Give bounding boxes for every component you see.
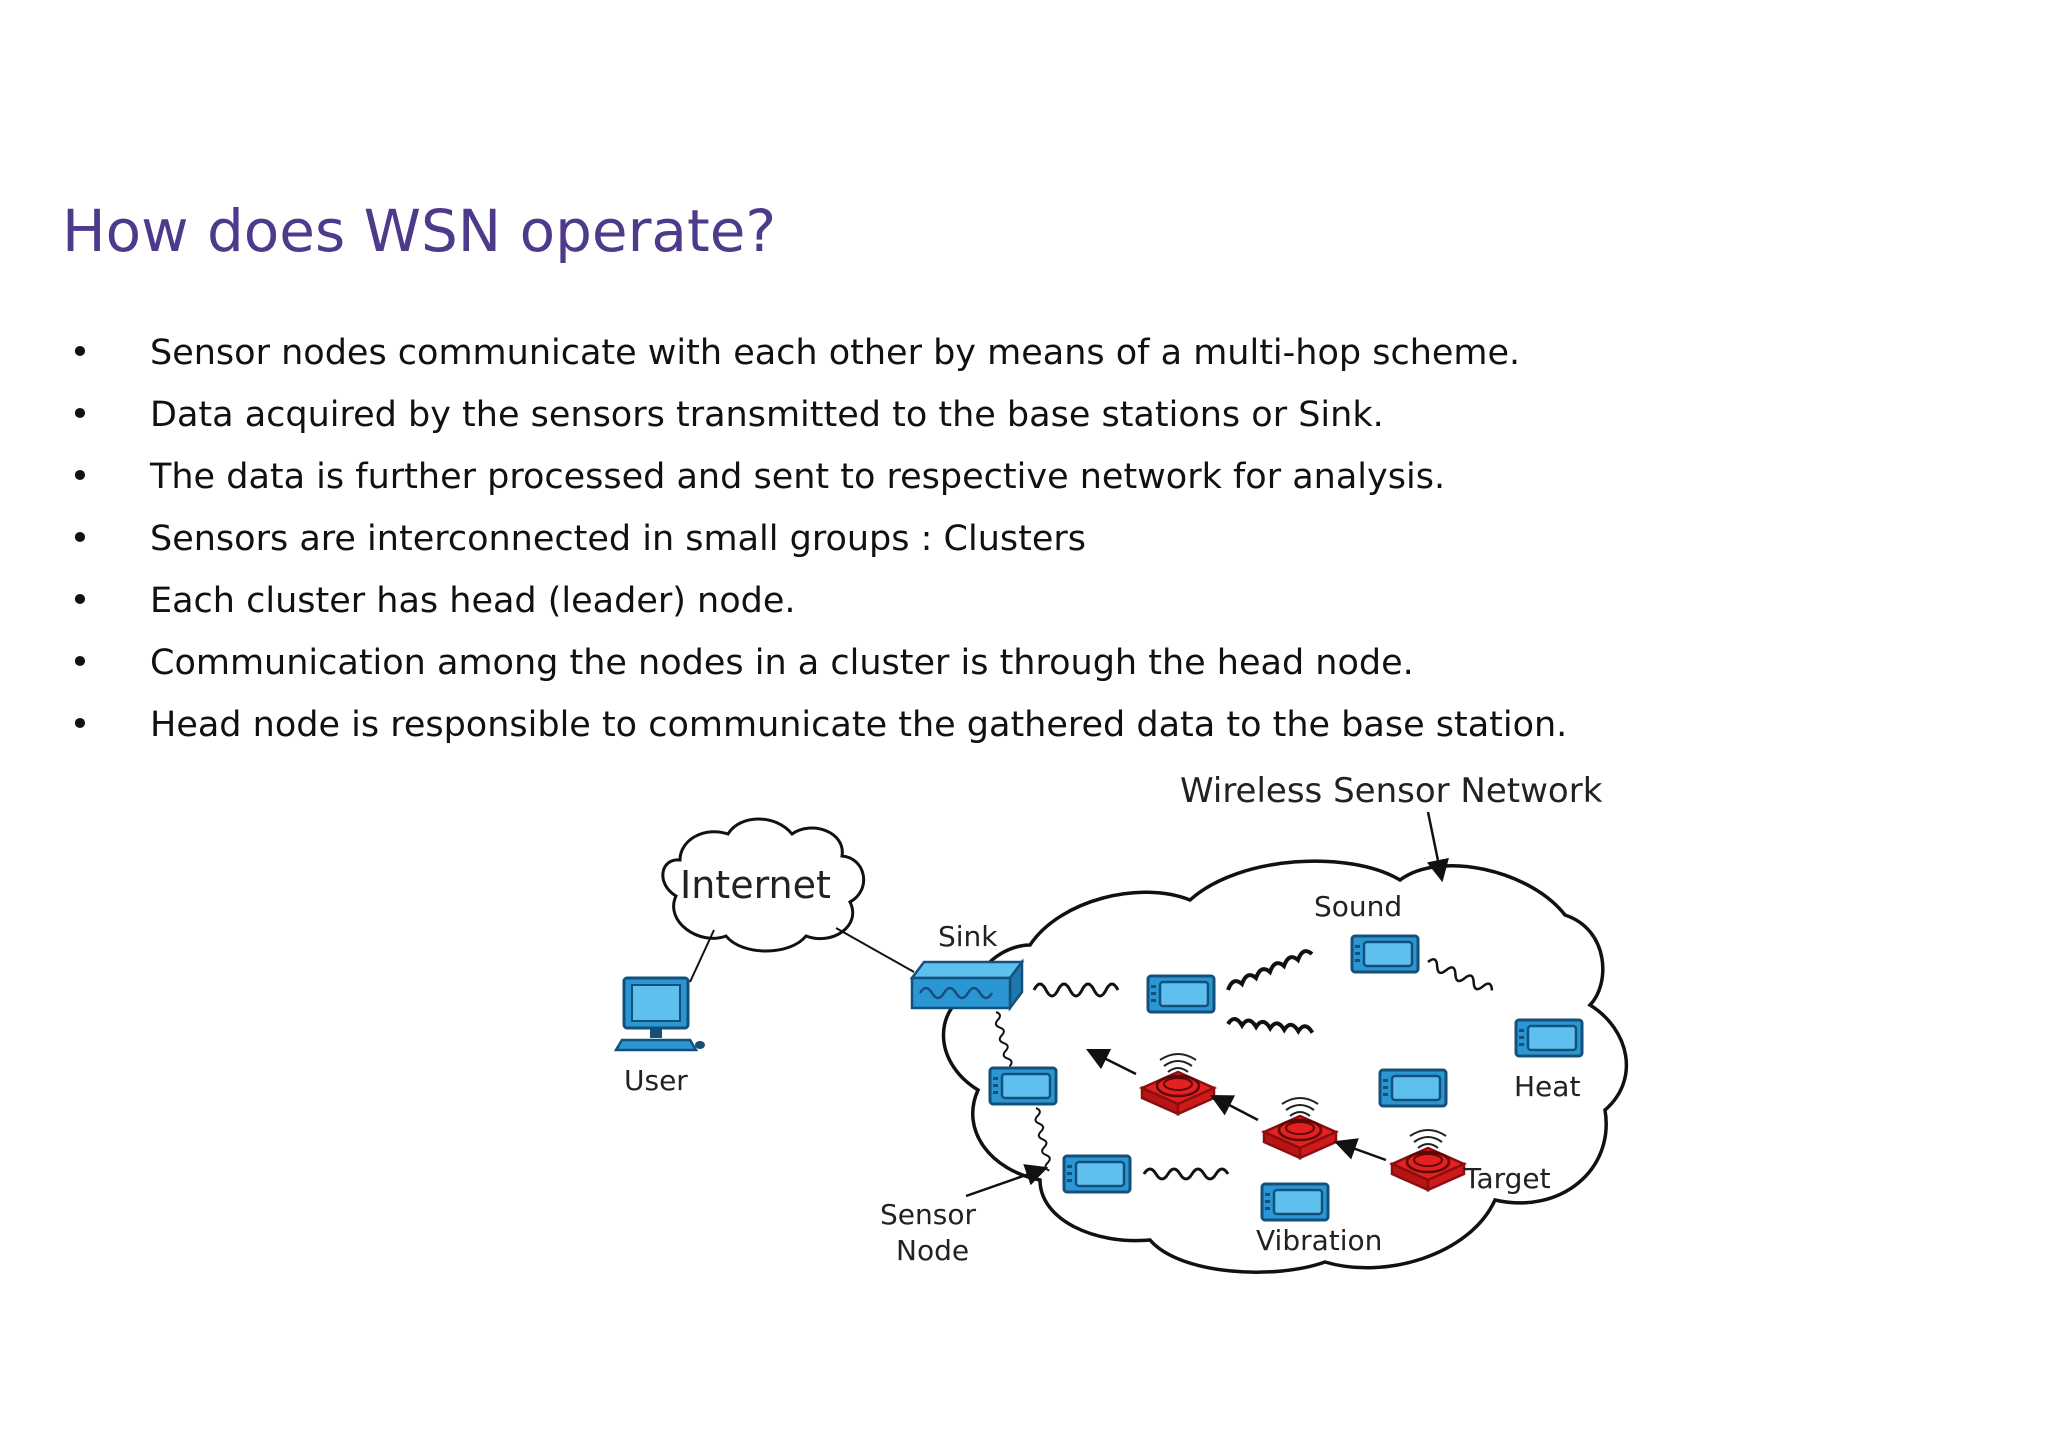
sensor-node-icon: [1350, 934, 1420, 974]
sink-icon: [909, 958, 1025, 1012]
sound-label: Sound: [1314, 890, 1402, 923]
sensor-node-icon: [1146, 974, 1216, 1014]
sensor-node-label: Sensor: [880, 1198, 976, 1231]
sink-label: Sink: [938, 920, 998, 953]
target-icon: [1390, 1128, 1466, 1192]
sensor-node-icon: [1378, 1068, 1448, 1108]
wireless-link-icon: [1226, 949, 1314, 991]
arrow-icon: [965, 1164, 1049, 1198]
bullet-text: Sensor nodes communicate with each other…: [150, 333, 1521, 373]
cloud-icon: [941, 859, 1629, 1274]
bullet-text: Each cluster has head (leader) node.: [150, 581, 796, 621]
arrow-icon: [1210, 1094, 1259, 1122]
target-label: Target: [1463, 1162, 1551, 1195]
bullet-marker: •: [69, 705, 91, 745]
wireless-link-icon: [1427, 958, 1494, 991]
sensor-node-icon: [1062, 1154, 1132, 1194]
arrow-icon: [1085, 1048, 1137, 1076]
bullet-text: Data acquired by the sensors transmitted…: [150, 395, 1384, 435]
bullet-item: • Sensor nodes communicate with each othe…: [68, 322, 1948, 384]
bullet-text: The data is further processed and sent t…: [150, 457, 1446, 497]
bullet-marker: •: [69, 581, 91, 621]
sensor-node-label: Node: [896, 1234, 969, 1267]
wireless-link-icon: [1226, 1017, 1315, 1036]
target-icon: [1140, 1052, 1216, 1116]
bullet-text: Head node is responsible to communicate …: [150, 705, 1568, 745]
link-line: [835, 927, 915, 973]
bullet-marker: •: [69, 457, 91, 497]
bullet-item: • Sensors are interconnected in small gro…: [68, 508, 1948, 570]
bullet-list: • Sensor nodes communicate with each othe…: [68, 322, 1948, 756]
link-line: [689, 929, 715, 983]
bullet-marker: •: [69, 643, 91, 683]
bullet-text: Sensors are interconnected in small grou…: [150, 519, 1087, 559]
bullet-item: • Communication among the nodes in a clus…: [68, 632, 1948, 694]
arrow-icon: [1426, 811, 1449, 883]
bullet-marker: •: [69, 395, 91, 435]
wireless-link-icon: [1034, 1107, 1051, 1172]
user-label: User: [624, 1064, 688, 1097]
bullet-marker: •: [69, 519, 91, 559]
computer-icon: [613, 976, 705, 1052]
vibration-label: Vibration: [1256, 1224, 1382, 1257]
slide-title: How does WSN operate?: [62, 197, 777, 265]
wireless-link-icon: [1032, 982, 1120, 998]
bullet-text: Communication among the nodes in a clust…: [150, 643, 1414, 683]
bullet-item: • Each cluster has head (leader) node.: [68, 570, 1948, 632]
wireless-link-icon: [994, 1011, 1013, 1068]
bullet-item: • The data is further processed and sent …: [68, 446, 1948, 508]
sensor-node-icon: [988, 1066, 1058, 1106]
bullet-item: • Data acquired by the sensors transmitte…: [68, 384, 1948, 446]
bullet-item: • Head node is responsible to communicate…: [68, 694, 1948, 756]
sensor-node-icon: [1514, 1018, 1584, 1058]
bullet-marker: •: [69, 333, 91, 373]
arrow-icon: [1333, 1138, 1387, 1162]
target-icon: [1262, 1096, 1338, 1160]
heat-label: Heat: [1514, 1070, 1580, 1103]
cloud-icon: [661, 817, 866, 953]
internet-label: Internet: [680, 863, 831, 907]
wireless-link-icon: [1142, 1167, 1230, 1181]
diagram-title: Wireless Sensor Network: [1180, 771, 1603, 811]
sensor-node-icon: [1260, 1182, 1330, 1222]
